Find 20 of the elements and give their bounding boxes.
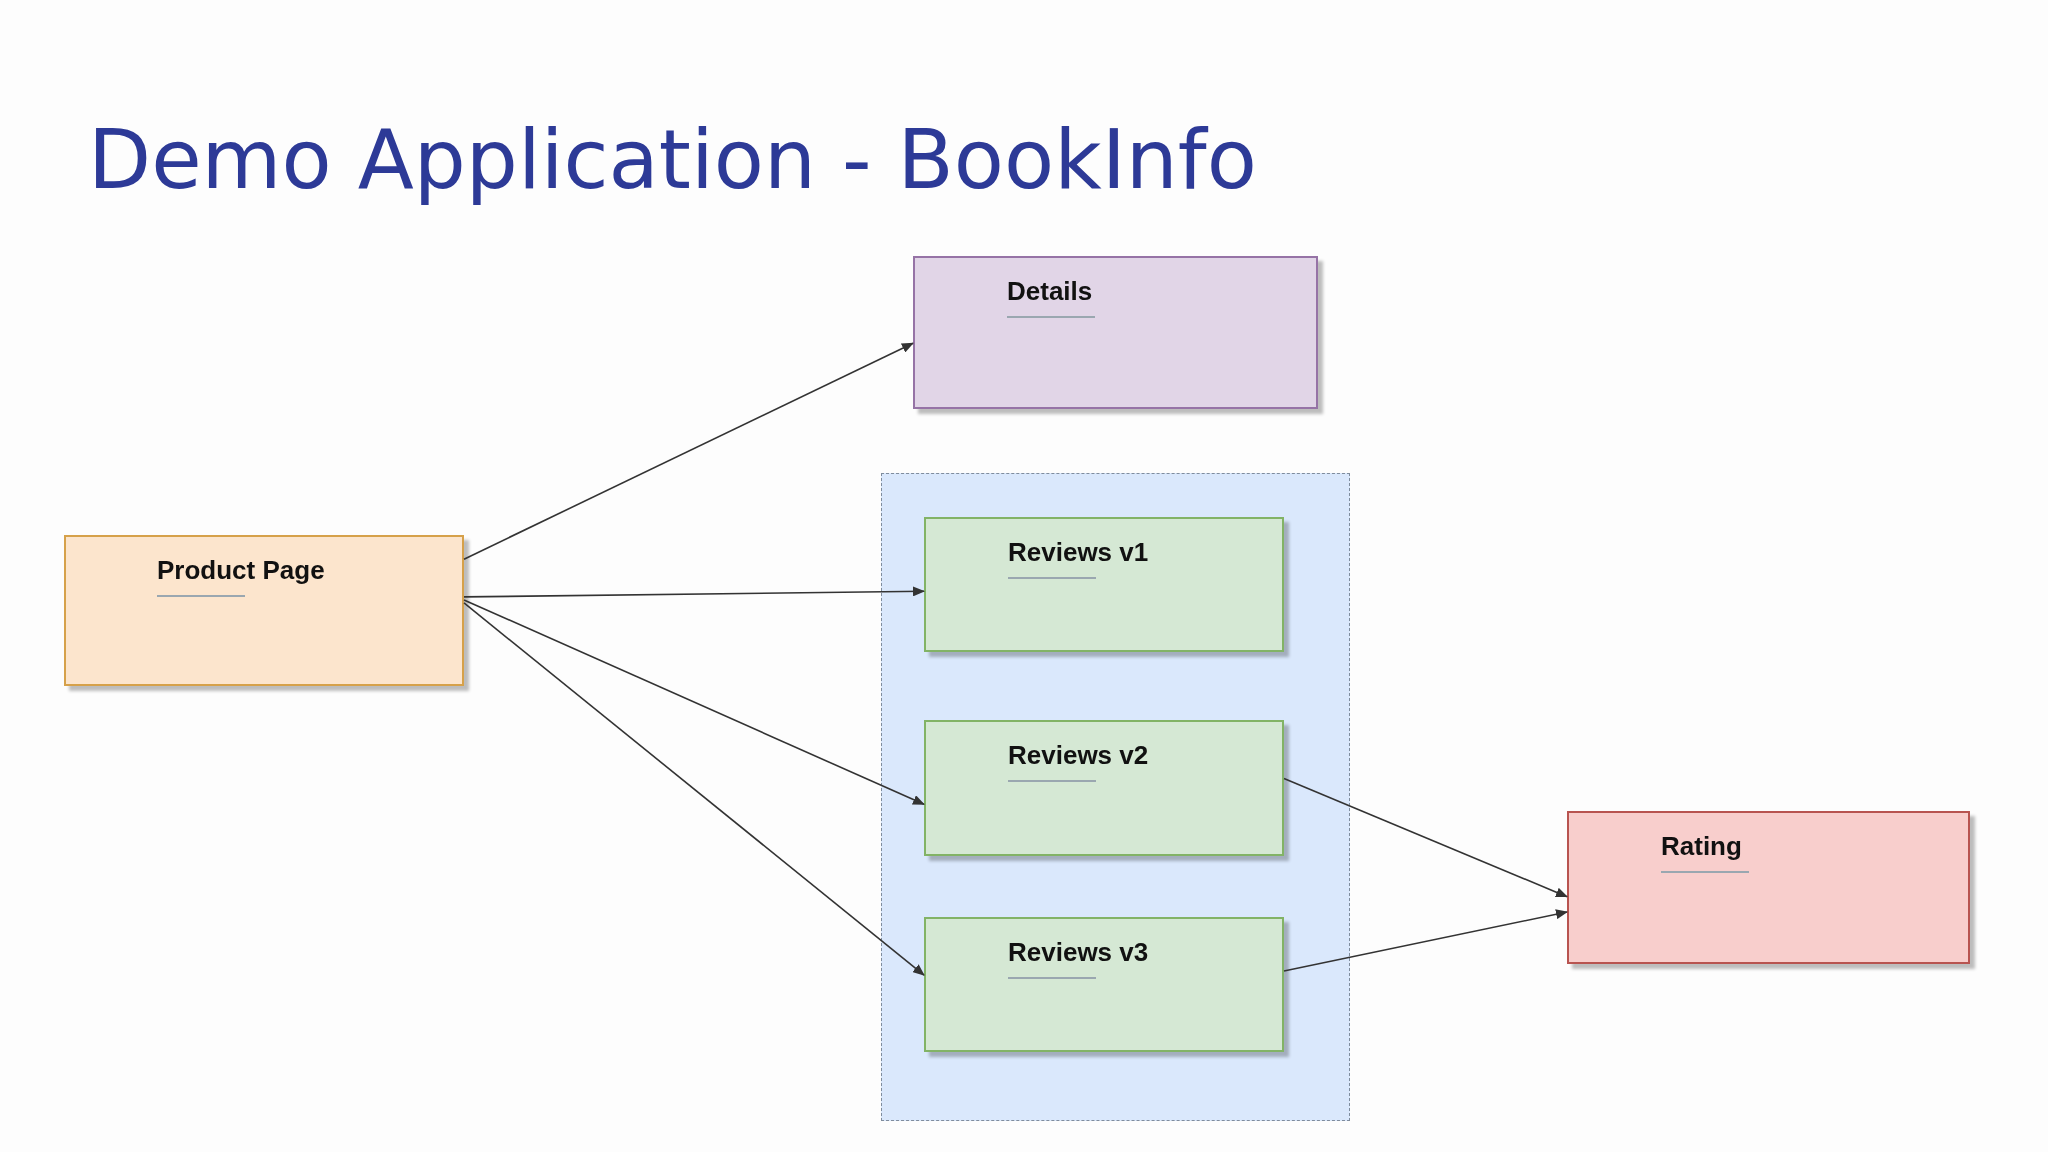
service-title: Reviews v3	[1008, 937, 1149, 968]
arrow	[463, 599, 925, 806]
service-title: Product Page	[157, 555, 325, 586]
service-box	[1567, 811, 1970, 964]
arrow	[1283, 909, 1568, 972]
group-box	[881, 473, 1350, 1121]
service-title: Reviews v2	[1008, 740, 1149, 771]
service-title: Rating	[1661, 831, 1742, 862]
arrow	[463, 602, 925, 976]
service-box	[924, 517, 1284, 652]
slide-title: Demo Application - BookInfo	[88, 112, 1257, 207]
arrow	[463, 586, 925, 598]
arrow	[463, 342, 914, 560]
service-box	[924, 720, 1284, 856]
arrow	[1283, 777, 1568, 898]
service-title: Details	[1007, 276, 1093, 307]
service-title: Reviews v1	[1008, 537, 1149, 568]
service-box	[64, 535, 464, 686]
service-box	[913, 256, 1318, 409]
service-box	[924, 917, 1284, 1052]
